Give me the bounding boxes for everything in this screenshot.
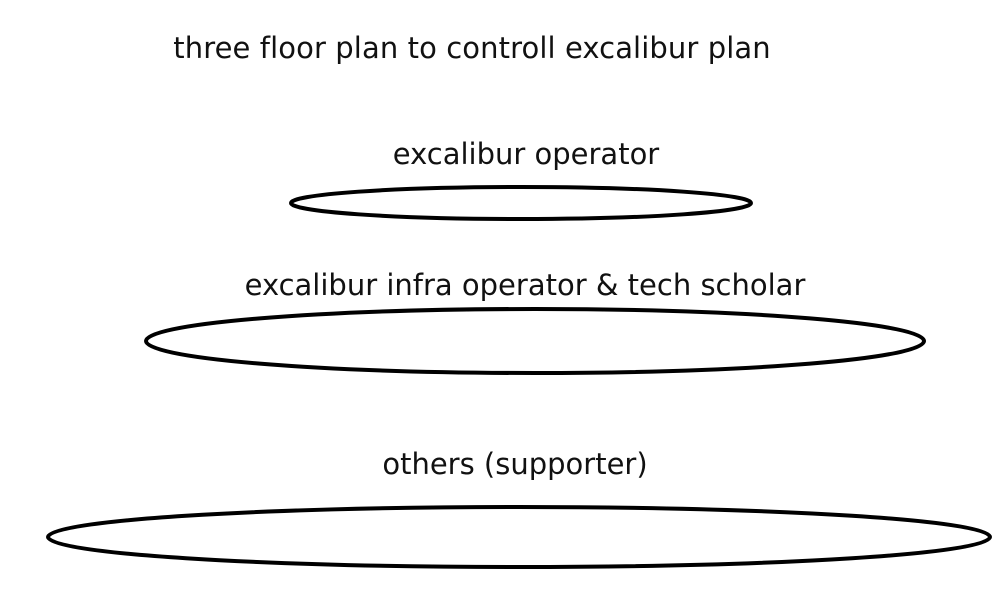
diagram-title: three floor plan to controll excalibur p… bbox=[173, 31, 771, 65]
floor-label-top: excalibur operator bbox=[392, 137, 660, 171]
floor-ellipse-top bbox=[289, 185, 753, 221]
floor-ellipse-bottom bbox=[46, 505, 992, 569]
floor-label-bottom: others (supporter) bbox=[382, 447, 648, 481]
floor-ellipse-middle bbox=[144, 307, 926, 375]
floor-label-middle: excalibur infra operator & tech scholar bbox=[244, 268, 806, 302]
